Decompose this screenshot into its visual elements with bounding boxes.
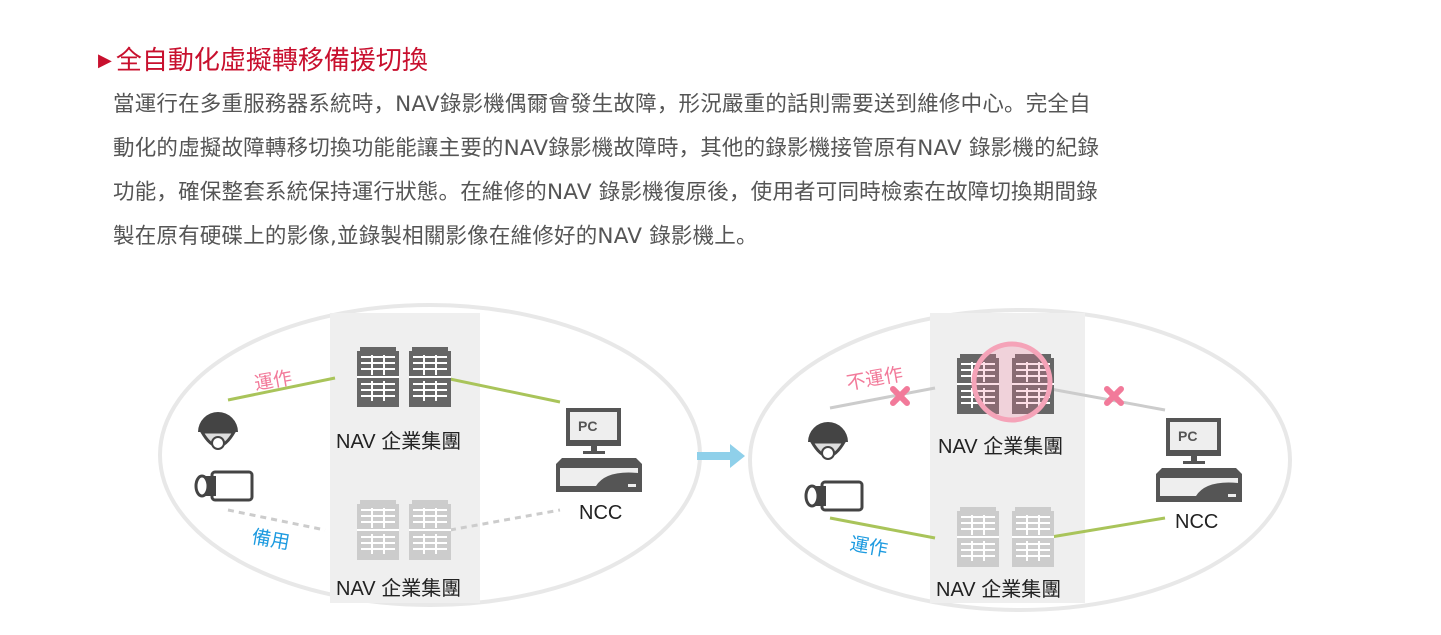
active-link (1044, 516, 1166, 540)
server-column-after (930, 313, 1085, 603)
broken-link (829, 386, 936, 410)
transition-arrow-icon (697, 444, 745, 468)
section-title: ▶全自動化虛擬轉移備援切換 (98, 46, 428, 76)
failure-circle-icon (971, 341, 1053, 423)
active-link (829, 516, 936, 540)
description-paragraph: 當運行在多重服務器系統時，NAV錄影機偶爾會發生故障，形況嚴重的話則需要送到維修… (113, 90, 1099, 266)
x-mark-icon (890, 386, 910, 406)
ncc-label: NCC (579, 502, 623, 524)
server-top-label: NAV 企業集團 (336, 431, 462, 453)
server-bottom-label: NAV 企業集團 (936, 579, 1062, 601)
pc-label: PC (1178, 428, 1198, 444)
x-mark-icon (1104, 386, 1124, 406)
active-link (227, 376, 336, 402)
triangle-bullet-icon: ▶ (98, 50, 112, 71)
paragraph-line: 製在原有硬碟上的影像,並錄製相關影像在維修好的NAV 錄影機上。 (113, 224, 758, 249)
standby-link (449, 508, 561, 532)
active-link (444, 376, 561, 404)
server-column-before (330, 313, 480, 603)
server-bottom-label: NAV 企業集團 (336, 578, 462, 600)
ncc-label: NCC (1175, 511, 1219, 533)
broken-link (1044, 386, 1166, 412)
standby-link (227, 508, 326, 532)
paragraph-line: 動化的虛擬故障轉移切換功能能讓主要的NAV錄影機故障時，其他的錄影機接管原有NA… (113, 136, 1100, 161)
paragraph-line: 功能，確保整套系統保持運行狀態。在維修的NAV 錄影機復原後，使用者可同時檢索在… (113, 180, 1098, 205)
paragraph-line: 當運行在多重服務器系統時，NAV錄影機偶爾會發生故障，形況嚴重的話則需要送到維修… (113, 92, 1091, 117)
pc-label: PC (578, 418, 598, 434)
server-top-label: NAV 企業集團 (938, 436, 1064, 458)
